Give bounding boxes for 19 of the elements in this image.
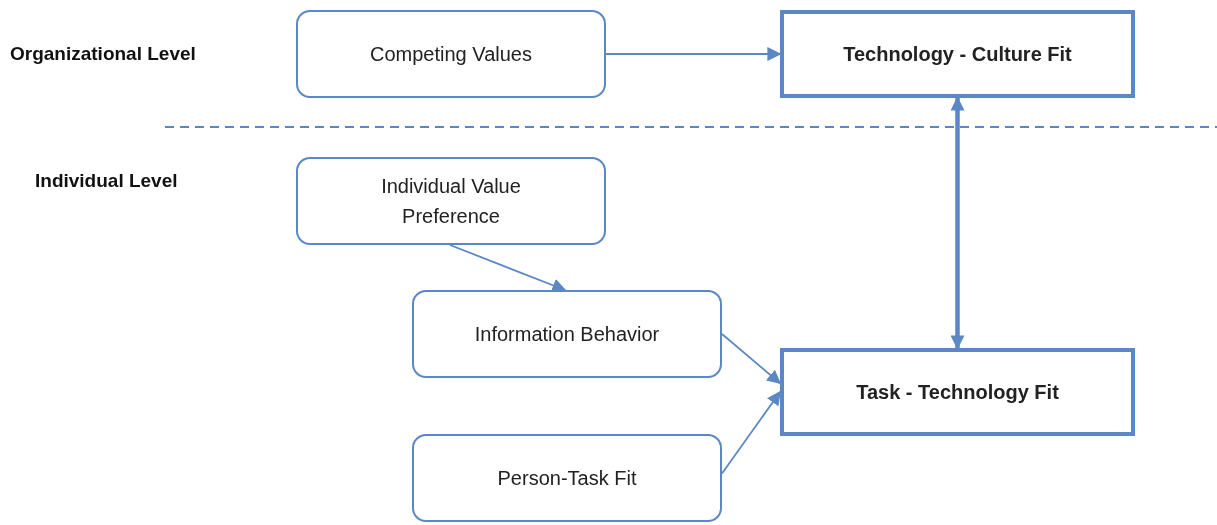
concept-box [296,10,606,98]
box-label: Information Behavior [474,322,660,347]
arrow [449,244,567,292]
box-label: Task - Technology Fit [856,380,1059,405]
arrow [950,96,965,350]
level-label: Individual Level [35,170,178,192]
box-label: Person-Task Fit [497,466,637,491]
concept-box [296,157,606,245]
box-label: Competing Values [370,42,532,67]
arrow [605,47,782,61]
concept-box [412,290,722,378]
level-label: Organizational Level [10,43,196,65]
box-label: Individual Value Preference [380,174,522,229]
box-label: Technology - Culture Fit [843,42,1072,67]
outcome-box [780,10,1135,98]
outcome-box [780,348,1135,436]
concept-box [412,434,722,522]
arrow [721,390,781,475]
arrow [721,333,782,385]
